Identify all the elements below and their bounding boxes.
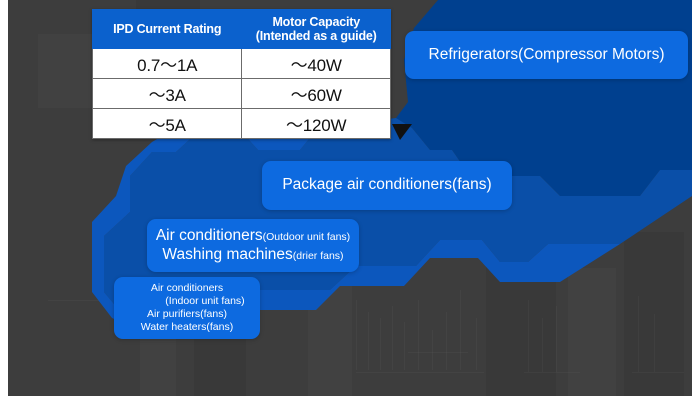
table-header-row: IPD Current Rating Motor Capacity (Inten… [91,9,391,49]
callout-line-3: Air purifiers(fans) [147,308,227,320]
callout-package-air-conditioners: Package air conditioners(fans) [262,161,512,210]
cell-motor-capacity: 〜40W [241,48,391,79]
ipd-rating-table: IPD Current Rating Motor Capacity (Inten… [91,9,391,139]
callout-aircon-outdoor-washing: Air conditioners(Outdoor unit fans) Wash… [147,219,359,272]
cell-current-rating: 〜3A [91,78,243,109]
table-row: 〜5A 〜120W [91,108,391,139]
callout-line-2: (Indoor unit fans) [165,295,245,308]
callout-line-2-sub: (drier fans) [292,249,344,262]
cell-motor-capacity: 〜60W [241,78,391,109]
cell-current-rating: 0.7〜1A [91,48,243,79]
column-header-subtitle: (Intended as a guide) [255,29,377,43]
column-header-motor-capacity: Motor Capacity (Intended as a guide) [241,9,391,49]
callout-line-2-main: Washing machines [162,245,293,263]
callout-label: Package air conditioners(fans) [282,176,492,194]
callout-line-1: Air conditioners(Outdoor unit fans) [156,227,350,246]
table-body: 0.7〜1A 〜40W 〜3A 〜60W 〜5A 〜120W [91,48,391,139]
polygon-notch [392,124,412,140]
callout-line-1-main: Air conditioners [155,226,263,244]
callout-line-2: Washing machines(drier fans) [162,246,343,265]
callout-indoor-group: Air conditioners (Indoor unit fans) Air … [114,277,260,339]
callout-line-1: Air conditioners [150,282,224,295]
column-header-ipd-current-rating: IPD Current Rating [91,9,243,49]
table-row: 〜3A 〜60W [91,78,391,109]
table-row: 0.7〜1A 〜40W [91,48,391,79]
column-header-title: IPD Current Rating [113,22,222,36]
callout-line-1-sub: (Outdoor unit fans) [262,230,351,243]
column-header-title: Motor Capacity [272,15,360,29]
cell-current-rating: 〜5A [91,108,243,139]
callout-label: Refrigerators(Compressor Motors) [428,45,665,63]
callout-line-4: Water heaters(fans) [140,320,234,333]
cell-motor-capacity: 〜120W [241,108,391,139]
table-header: IPD Current Rating Motor Capacity (Inten… [91,9,391,49]
callout-refrigerators: Refrigerators(Compressor Motors) [405,31,688,79]
